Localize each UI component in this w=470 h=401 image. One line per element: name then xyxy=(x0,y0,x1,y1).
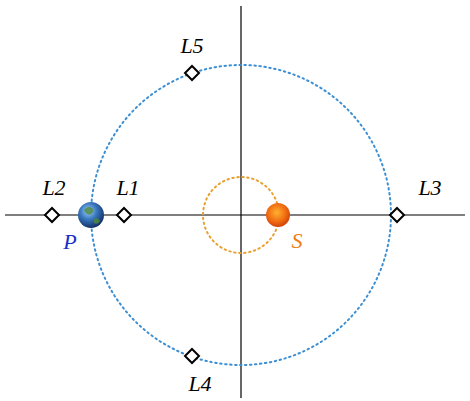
star-body xyxy=(266,203,290,227)
lagrange-label: L3 xyxy=(418,177,441,199)
star-label: S xyxy=(292,230,303,252)
lagrange-marker xyxy=(117,208,131,222)
planet-body xyxy=(78,202,104,228)
planet-label: P xyxy=(63,231,76,253)
lagrange-label: L1 xyxy=(116,177,139,199)
lagrange-markers xyxy=(45,66,404,363)
lagrange-marker xyxy=(390,208,404,222)
planet-land xyxy=(84,207,100,224)
lagrange-marker xyxy=(185,66,199,80)
lagrange-marker xyxy=(185,349,199,363)
lagrange-label: L5 xyxy=(180,35,203,57)
lagrange-marker xyxy=(45,208,59,222)
lagrange-label: L4 xyxy=(188,373,211,395)
lagrange-label: L2 xyxy=(42,177,65,199)
planet-orbit xyxy=(91,65,391,365)
